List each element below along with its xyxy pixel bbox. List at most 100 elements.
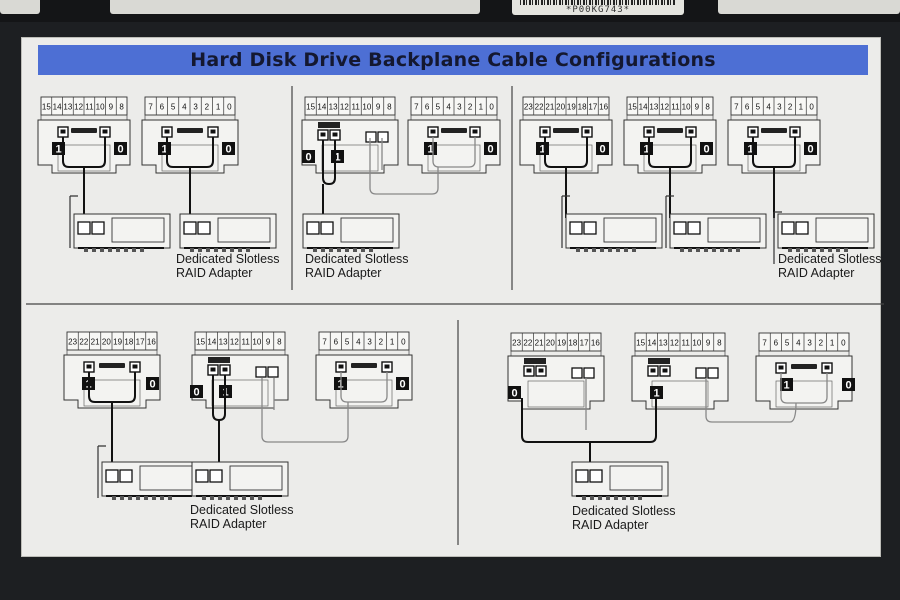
- port-number-badge: [114, 142, 127, 155]
- connector-pin: [102, 129, 108, 134]
- drive-bay-number: 15: [636, 339, 645, 348]
- adapter-port-icon: [575, 469, 589, 483]
- port-number: 1: [55, 144, 61, 156]
- adapter-port-icon: [209, 469, 223, 483]
- drive-bay-number: 1: [799, 103, 804, 112]
- drive-bay-number: 15: [306, 103, 315, 112]
- drive-bay-number: 5: [785, 339, 790, 348]
- sas-connector-icon: [377, 131, 389, 143]
- adapter-gold-finger: [190, 248, 194, 252]
- adapter-gold-finger: [624, 248, 628, 252]
- adapter-gold-finger: [242, 496, 246, 500]
- adapter-heatsink: [815, 217, 869, 243]
- adapter-gold-finger: [108, 248, 112, 252]
- strip-ledge: [410, 114, 498, 121]
- port-number-badge: [508, 386, 521, 399]
- adapter-gold-finger: [226, 496, 230, 500]
- adapter-gold-finger: [614, 496, 618, 500]
- adapter-heatsink: [111, 217, 165, 243]
- adapter-heatsink: [707, 217, 761, 243]
- port-number: 1: [783, 380, 789, 392]
- power-connector: [441, 128, 467, 133]
- port-number-badge: [396, 377, 409, 390]
- power-connector: [657, 128, 683, 133]
- adjacent-label-center: [110, 0, 480, 14]
- expander-chip: [524, 358, 546, 364]
- drive-bay-number: 8: [277, 338, 282, 347]
- adapter-gold-finger: [124, 248, 128, 252]
- backplane-inner: [775, 380, 833, 408]
- drive-bay-number: 18: [578, 103, 587, 112]
- drive-bay-number: 4: [796, 339, 801, 348]
- adapter-port-icon: [569, 221, 583, 235]
- raid-adapter-card: [571, 461, 669, 500]
- drive-bay-number: 11: [241, 338, 250, 347]
- adapter-port-icon: [197, 221, 211, 235]
- adapter-heatsink: [340, 217, 394, 243]
- drive-bay-number: 16: [591, 339, 600, 348]
- strip-ledge: [758, 350, 850, 357]
- drive-bay-number: 3: [807, 339, 812, 348]
- drive-bay-number: 11: [681, 339, 690, 348]
- adapter-gold-finger: [234, 496, 238, 500]
- adapter-gold-finger: [152, 496, 156, 500]
- drive-bay-number: 19: [567, 103, 576, 112]
- adapter-port-icon: [119, 469, 133, 483]
- connector-pin: [338, 364, 344, 369]
- adapter-gold-finger: [788, 248, 792, 252]
- drive-bay-number: 6: [745, 103, 750, 112]
- drive-bay-number: 2: [819, 339, 824, 348]
- port-number: 1: [653, 388, 659, 400]
- expander-chip: [318, 122, 340, 128]
- connector-pin: [542, 129, 548, 134]
- port-number-badge: [780, 378, 793, 391]
- port-number: 1: [334, 152, 340, 164]
- sas-connector-icon: [707, 367, 719, 379]
- adapter-heatsink: [217, 217, 271, 243]
- pci-bracket: [97, 445, 106, 498]
- drive-bay-number: 2: [379, 338, 384, 347]
- adapter-gold-finger: [369, 248, 373, 252]
- adapter-gold-finger: [728, 248, 732, 252]
- adapter-gold-finger: [736, 248, 740, 252]
- raid-adapter-card: [777, 213, 875, 252]
- drive-bay-number: 10: [692, 339, 701, 348]
- connector-pin: [526, 368, 532, 373]
- drive-bay-number: 17: [580, 339, 589, 348]
- drive-bay-number: 1: [479, 103, 484, 112]
- port-number-badge: [190, 385, 203, 398]
- adapter-gold-finger: [796, 248, 800, 252]
- port-number: 1: [747, 144, 753, 156]
- drive-bay-number: 0: [489, 103, 494, 112]
- drive-bay-number: 3: [457, 103, 462, 112]
- adapter-gold-finger: [576, 248, 580, 252]
- adapter-port-icon: [306, 221, 320, 235]
- drive-bay-number: 19: [557, 339, 566, 348]
- backplane-outline: [631, 355, 729, 410]
- title-bar: [38, 45, 868, 75]
- adapter-gold-finger: [313, 248, 317, 252]
- adapter-gold-finger: [638, 496, 642, 500]
- drive-bay-number: 2: [788, 103, 793, 112]
- adapter-gold-finger: [222, 248, 226, 252]
- adapter-gold-finger: [337, 248, 341, 252]
- drive-bay-number: 9: [695, 103, 700, 112]
- drive-bay-number: 3: [367, 338, 372, 347]
- drive-bay-number: 5: [345, 338, 350, 347]
- port-number: 0: [511, 388, 517, 400]
- connector-pin: [646, 129, 652, 134]
- drive-bay-number: 11: [671, 103, 680, 112]
- drive-bay-number: 0: [809, 103, 814, 112]
- drive-bay-number: 3: [193, 103, 198, 112]
- port-number: 0: [845, 380, 851, 392]
- adapter-gold-finger: [680, 248, 684, 252]
- drive-bay-number: 22: [523, 339, 532, 348]
- backplane-board: [301, 119, 399, 174]
- raid-adapter-card: [302, 213, 400, 252]
